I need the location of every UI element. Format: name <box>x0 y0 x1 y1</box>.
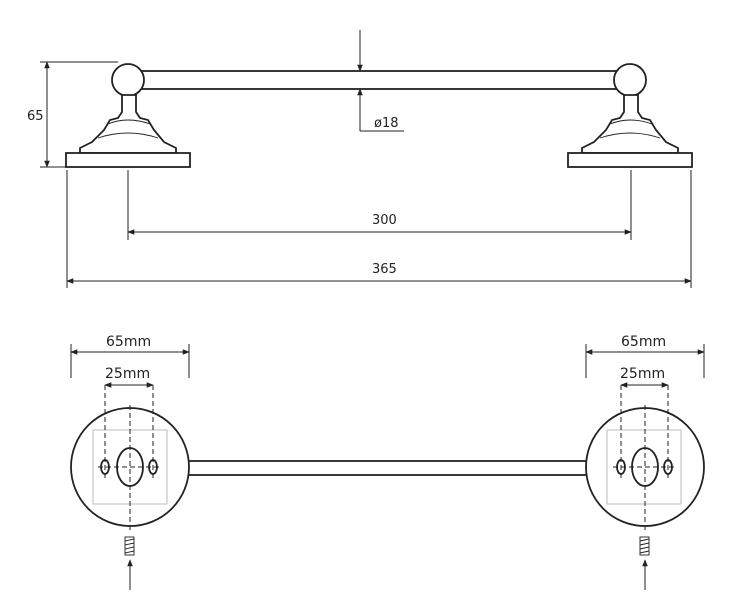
left-hole-spacing-label: 25mm <box>105 366 150 382</box>
height-label: 65 <box>27 109 44 124</box>
left-wall-bracket <box>65 94 191 168</box>
height-dimension: 65 <box>27 61 118 168</box>
right-hole-spacing-label: 25mm <box>620 366 665 382</box>
diameter-callout: ø18 <box>357 30 404 132</box>
top-view: 65mm 25mm <box>70 334 705 590</box>
top-view-bar <box>187 460 591 476</box>
right-end-knob <box>613 63 647 97</box>
diameter-label: ø18 <box>374 116 399 131</box>
center-distance-label: 300 <box>372 213 397 228</box>
left-screw <box>124 536 135 590</box>
right-screw <box>639 536 650 590</box>
center-distance-dimension: 300 <box>127 170 632 240</box>
left-end-knob <box>111 63 145 97</box>
right-wall-bracket <box>567 94 693 168</box>
right-plate-width-label: 65mm <box>621 334 666 350</box>
overall-length-label: 365 <box>372 262 397 277</box>
left-mounting-plate: 65mm 25mm <box>70 334 190 590</box>
towel-bar-rod <box>139 70 619 90</box>
left-plate-width-label: 65mm <box>106 334 151 350</box>
side-view: 65 ø18 300 365 <box>27 30 693 288</box>
overall-length-dimension: 365 <box>66 170 692 288</box>
right-mounting-plate: 65mm 25mm <box>585 334 705 590</box>
